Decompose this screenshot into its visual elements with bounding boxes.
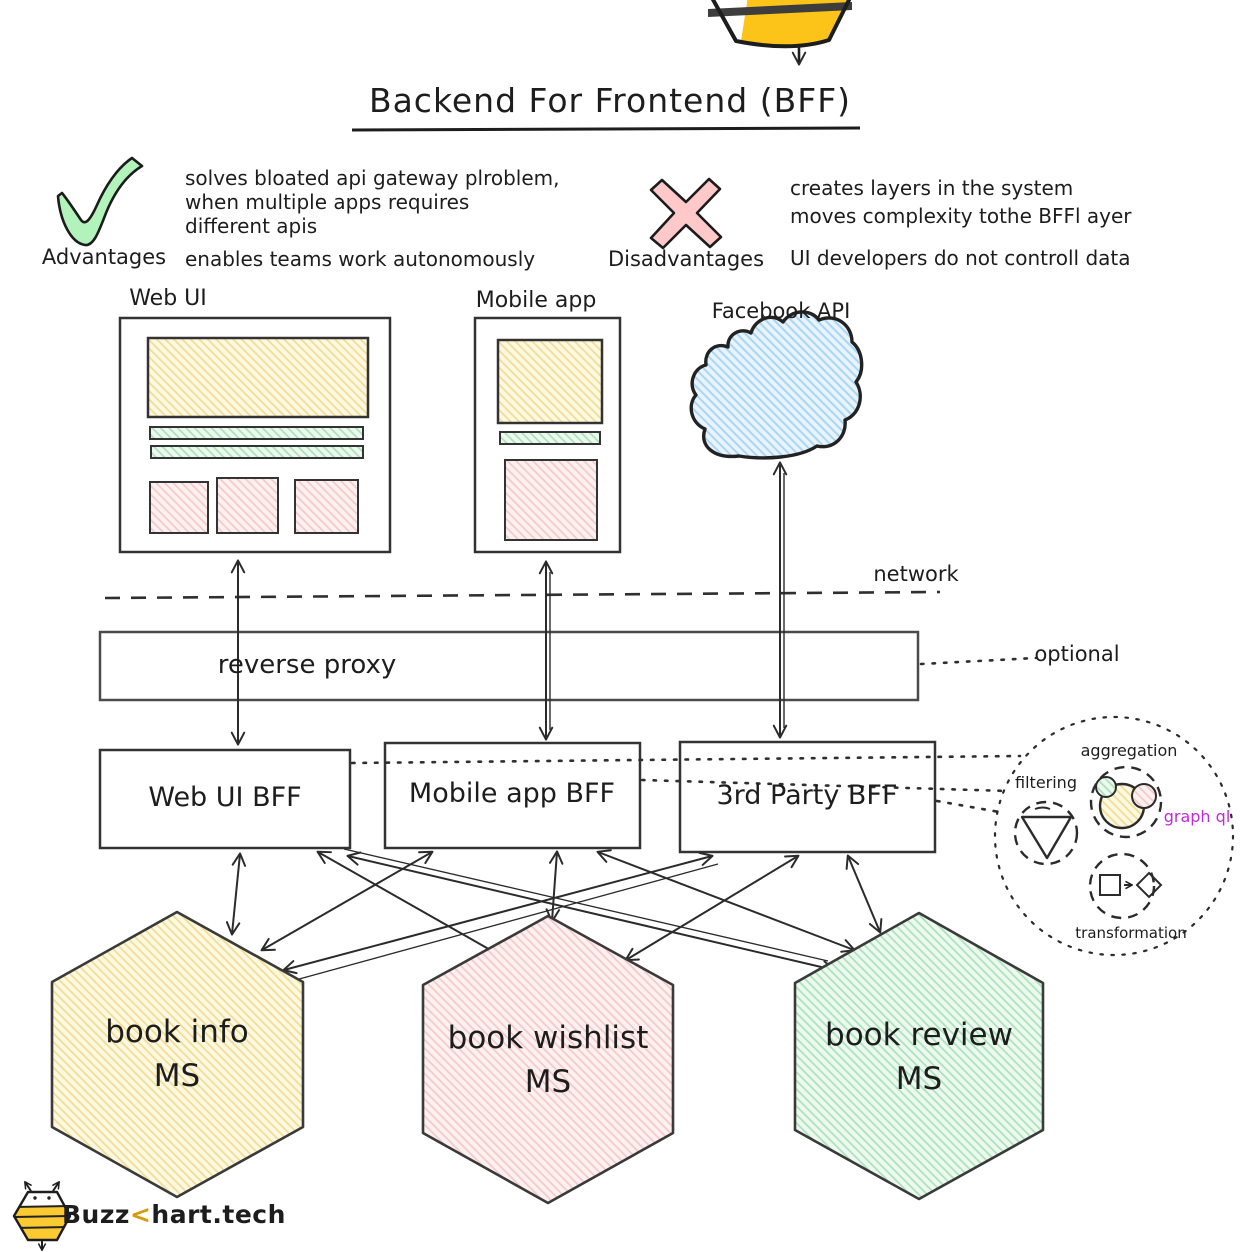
ms-suffix-book-review: MS xyxy=(895,1061,943,1097)
optional-connector xyxy=(919,656,1038,666)
advantages-line-1: solves bloated api gateway plroblem, xyxy=(185,166,560,190)
ms-hexagon-book-review xyxy=(793,911,1045,1201)
logo-text-suffix: hart.tech xyxy=(151,1200,286,1229)
title-underline xyxy=(351,126,861,132)
aggregation-icon xyxy=(1089,765,1163,839)
ms-hexagon-book-wishlist xyxy=(421,914,675,1205)
filtering-icon xyxy=(1013,800,1079,866)
mobile-app-label: Mobile app xyxy=(475,288,597,313)
advantages-line-4: enables teams work autonomously xyxy=(185,247,536,271)
bff-label-3rd-party: 3rd Party BFF xyxy=(716,780,898,811)
aggregation-label: aggregation xyxy=(1080,741,1178,760)
logo-text-prefix: Buzz xyxy=(62,1200,130,1229)
transformation-label: transformation xyxy=(1075,924,1187,942)
filtering-label: filtering xyxy=(1015,773,1077,792)
logo-text: Buzz<hart.tech xyxy=(62,1200,286,1230)
ms-hexagons xyxy=(50,910,1045,1205)
facebook-api-label: Facebook API xyxy=(711,299,851,323)
ms-label-book-review: book review xyxy=(825,1017,1013,1053)
pencil-icon xyxy=(708,0,852,66)
web-ui-label: Web UI xyxy=(129,286,207,311)
capability-links xyxy=(350,754,1022,815)
client-connector-arrows xyxy=(230,461,788,746)
ms-hexagon-book-info xyxy=(50,910,305,1199)
ms-label-book-wishlist: book wishlist xyxy=(447,1020,649,1056)
transformation-icon xyxy=(1088,852,1163,920)
disadvantages-line-3: UI developers do not controll data xyxy=(790,246,1131,270)
cloud-icon xyxy=(689,310,864,460)
bff-label-web-ui: Web UI BFF xyxy=(148,782,302,813)
check-icon xyxy=(56,156,144,247)
ms-suffix-book-wishlist: MS xyxy=(524,1064,572,1100)
page-title: Backend For Frontend (BFF) xyxy=(368,81,852,120)
ms-label-book-info: book info xyxy=(105,1014,249,1050)
web-ui-wireframe xyxy=(118,316,392,554)
cross-icon xyxy=(649,177,723,250)
network-divider xyxy=(104,590,941,600)
mobile-app-wireframe xyxy=(473,316,622,554)
disadvantages-line-1: creates layers in the system xyxy=(790,176,1074,200)
logo-text-chevron: < xyxy=(129,1200,152,1229)
optional-label: optional xyxy=(1034,642,1120,666)
bee-logo-icon xyxy=(12,1181,72,1252)
bff-label-mobile-app: Mobile app BFF xyxy=(408,778,616,809)
advantages-line-3: different apis xyxy=(185,214,318,238)
bff-box-web-ui xyxy=(98,748,352,850)
disadvantages-label: Disadvantages xyxy=(607,247,765,271)
ms-suffix-book-info: MS xyxy=(153,1058,201,1094)
reverse-proxy-label: reverse proxy xyxy=(217,650,397,680)
graphql-label: graph ql xyxy=(1163,807,1231,826)
advantages-line-2: when multiple apps requires xyxy=(185,190,470,214)
network-label: network xyxy=(873,562,959,586)
advantages-label: Advantages xyxy=(41,245,167,269)
bff-ms-arrows xyxy=(225,848,883,982)
disadvantages-line-2: moves complexity tothe BFFl ayer xyxy=(790,204,1132,228)
capability-circle xyxy=(993,715,1235,957)
